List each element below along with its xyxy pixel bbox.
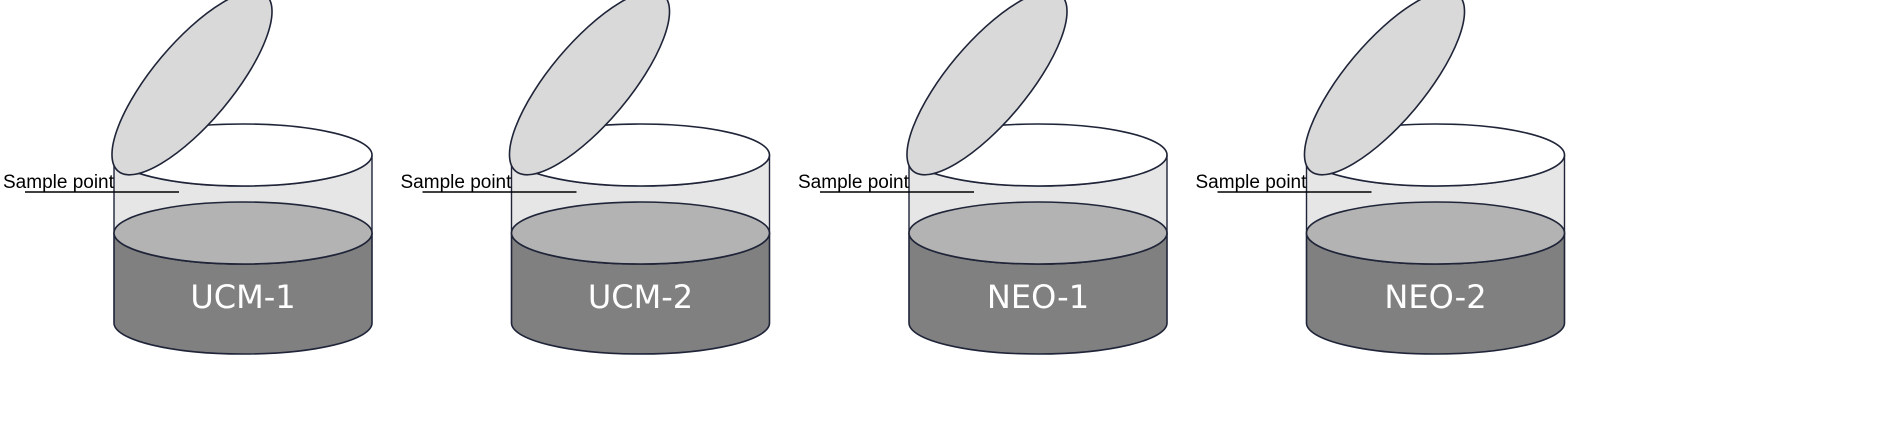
sample-point-label: Sample point <box>401 172 513 193</box>
liquid-surface <box>113 201 373 265</box>
lid <box>906 0 1068 176</box>
container-label: NEO-2 <box>1384 278 1486 316</box>
sample-point-label: Sample point <box>3 172 115 193</box>
container-label: UCM-1 <box>190 278 295 316</box>
sample-point-label: Sample point <box>1196 172 1308 193</box>
liquid-surface <box>908 201 1168 265</box>
liquid-surface <box>510 201 771 265</box>
lid <box>508 0 671 176</box>
container-label: NEO-1 <box>987 278 1089 316</box>
lid <box>111 0 273 176</box>
lid <box>1303 0 1466 176</box>
container-label: UCM-2 <box>588 278 693 316</box>
liquid-surface <box>1305 201 1566 265</box>
sample-point-label: Sample point <box>798 172 910 193</box>
